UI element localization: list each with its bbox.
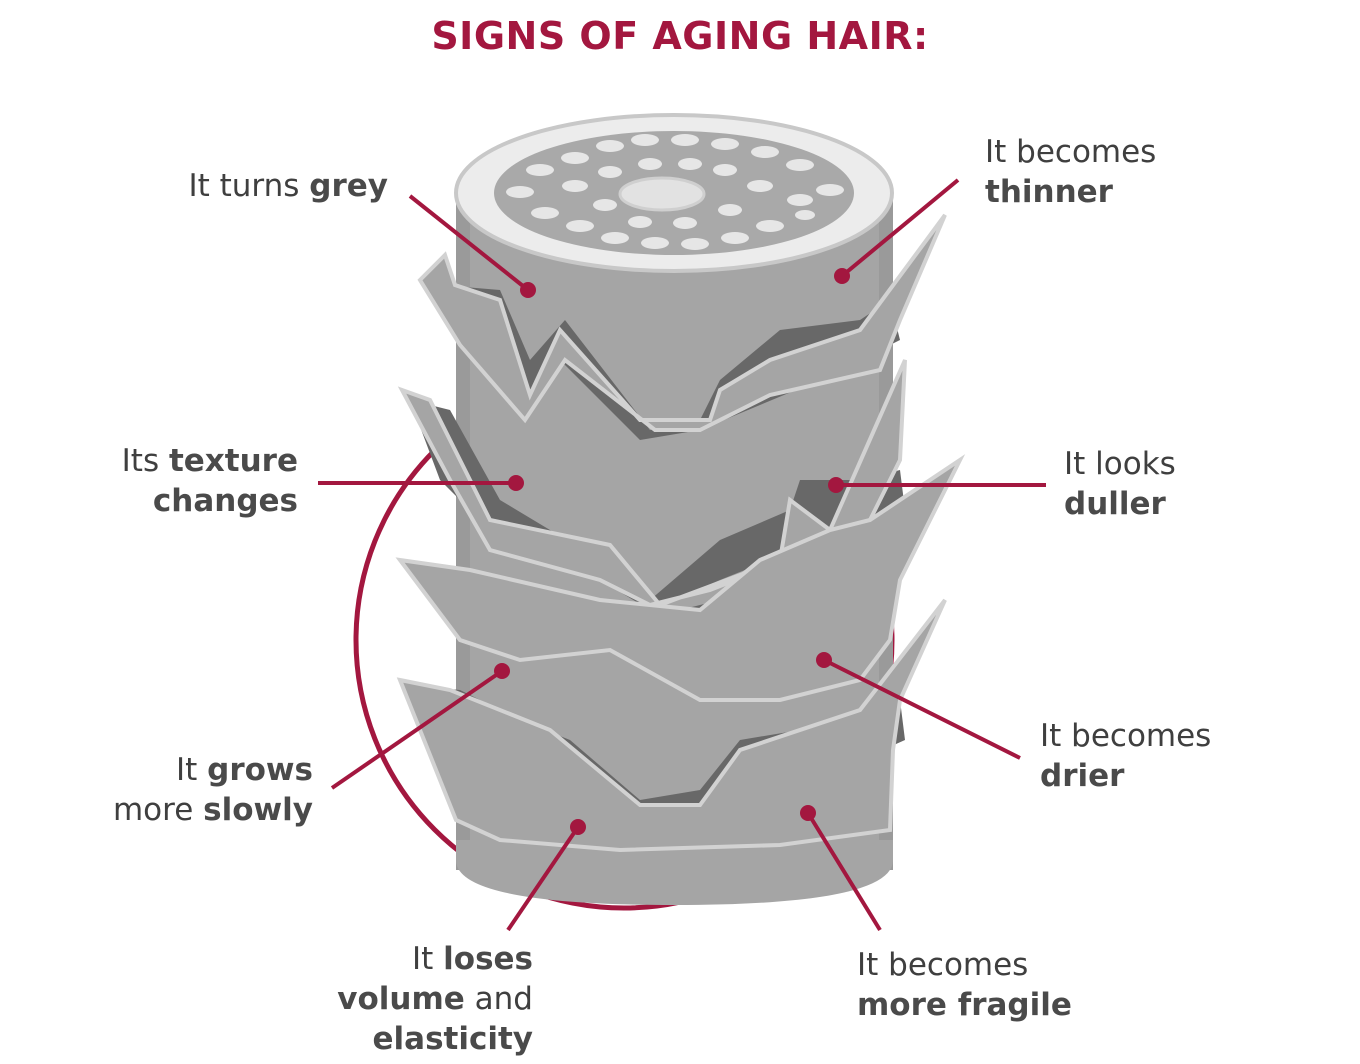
label-texture: Its texture changes [121, 443, 298, 519]
diagram-title: SIGNS OF AGING HAIR: [431, 14, 929, 58]
label-thinner: It becomes thinner [985, 134, 1157, 210]
dot-fragile [800, 805, 816, 821]
label-slowly: It grows more slowly [112, 752, 313, 828]
leader-lines [318, 178, 1046, 932]
cuticle-scales [395, 213, 966, 853]
dot-slowly [494, 663, 510, 679]
label-volume: It loses volume and elasticity [337, 941, 533, 1057]
label-grey: It turns grey [188, 168, 388, 204]
dot-drier [816, 652, 832, 668]
dot-texture [508, 475, 524, 491]
medulla [618, 176, 706, 212]
dot-grey [520, 282, 536, 298]
dot-volume [570, 819, 586, 835]
dot-thinner [834, 268, 850, 284]
leader-dots [494, 268, 850, 835]
cortex-cells [506, 134, 844, 250]
label-fragile: It becomes more fragile [857, 947, 1072, 1023]
label-drier: It becomes drier [1040, 718, 1212, 794]
label-duller: It looks duller [1064, 446, 1176, 522]
dot-duller [828, 477, 844, 493]
hair-shaft-bottom [456, 840, 893, 905]
